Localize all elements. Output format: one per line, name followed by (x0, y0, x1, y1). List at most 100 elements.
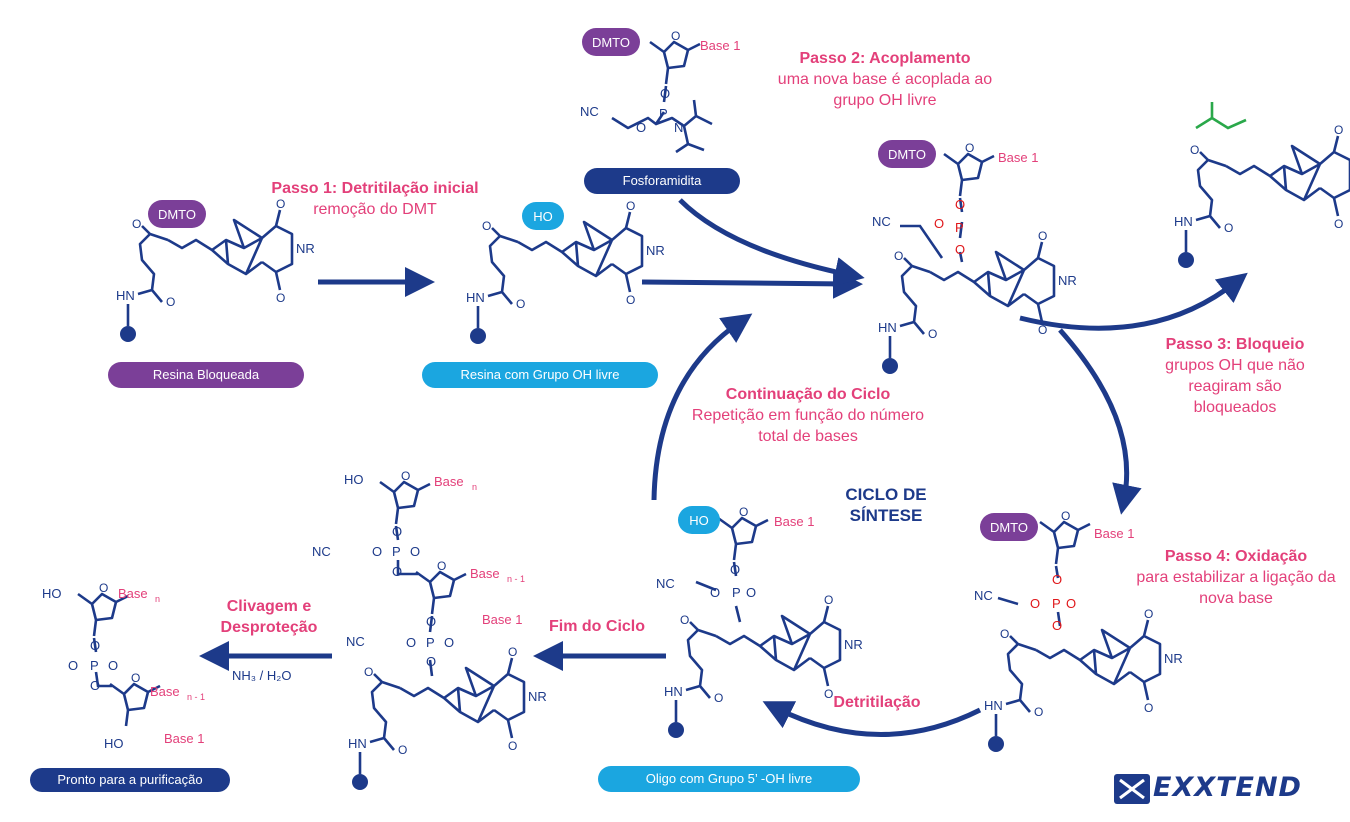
subscript-n-1: n - 1 (507, 574, 525, 584)
arrow-detritylation (762, 701, 982, 737)
p-atom: P (1052, 596, 1061, 611)
arrow-continuation (651, 313, 753, 501)
dmto-label: DMTO (158, 207, 196, 222)
o-atom: O (1052, 572, 1062, 587)
cycle-title: CICLO DE SÍNTESE (845, 485, 927, 525)
subscript-n-1: n - 1 (187, 692, 205, 702)
structure-coupled (876, 139, 1079, 376)
dmto-label: DMTO (592, 35, 630, 50)
p-atom: P (392, 544, 401, 559)
step2-text: Passo 2: Acoplamento uma nova base é aco… (760, 48, 1010, 111)
dmto-tag (878, 140, 936, 168)
label-resin-blocked: Resina Bloqueada (108, 362, 304, 388)
o-atom: O (426, 654, 436, 669)
o-atom: O (1052, 618, 1062, 633)
step2-title: Passo 2: Acoplamento (799, 50, 971, 67)
step3-desc: grupos OH que não reagiram são bloqueado… (1165, 357, 1305, 416)
dmto-label: DMTO (888, 147, 926, 162)
structure-end-cycle (346, 467, 549, 792)
step3-text: Passo 3: Bloqueio grupos OH que não reag… (1160, 334, 1310, 418)
structure-phosphoramidite (611, 27, 713, 154)
structure-resin-oh (464, 197, 667, 346)
o-atom: O (426, 614, 436, 629)
o-atom: O (90, 678, 100, 693)
ho-tag (678, 506, 720, 534)
label-ready: Pronto para a purificação (30, 768, 230, 792)
base1-label: Base 1 (164, 731, 204, 746)
o-atom: O (1030, 596, 1040, 611)
ho-label: HO (533, 209, 553, 224)
o-atom: O (108, 658, 118, 673)
step4-title: Passo 4: Oxidação (1164, 548, 1308, 565)
o-atom: O (1066, 596, 1076, 611)
arrow-capping (1019, 272, 1248, 331)
o-atom: O (392, 564, 402, 579)
label-oligo-oh: Oligo com Grupo 5’ -OH livre (598, 766, 860, 792)
ho-label: HO (344, 472, 364, 487)
detritylation-title: Detritilação (833, 694, 921, 711)
cleavage-title: Clivagem e Desproteção (220, 598, 318, 636)
arrow-oxidation (1058, 328, 1142, 515)
continuation-desc: Repetição em função do número total de b… (691, 407, 925, 445)
structure-oxidized (982, 507, 1185, 754)
n-atom: N (674, 120, 683, 135)
structure-product (76, 579, 162, 728)
base-n-label: Base (150, 684, 180, 699)
detritylation-text: Detritilação (812, 692, 942, 713)
nc-label: NC (872, 214, 891, 229)
o-atom: O (746, 585, 756, 600)
arrow-resin-to-coupling (641, 268, 863, 299)
nc-label: NC (346, 634, 365, 649)
step4-desc: para estabilizar a ligação da nova base (1136, 569, 1336, 607)
cleavage-text: Clivagem e Desproteção (204, 596, 334, 638)
base-n-label: Base (470, 566, 500, 581)
base-n-label: Base (118, 586, 148, 601)
arrow-phosphoramidite (678, 198, 865, 287)
continuation-title: Continuação do Ciclo (725, 386, 891, 403)
nc-label: NC (312, 544, 331, 559)
structure-capped (1172, 102, 1350, 270)
o-atom: O (410, 544, 420, 559)
dmto-tag (980, 513, 1038, 541)
o-atom: O (406, 635, 416, 650)
p-atom: P (659, 106, 668, 121)
subscript-n: n (155, 594, 160, 604)
o-atom: O (934, 216, 944, 231)
ho-label: HO (689, 513, 709, 528)
label-phosphoramidite: Fosforamidita (584, 168, 740, 194)
o-atom: O (372, 544, 382, 559)
base1-label: Base 1 (700, 38, 740, 53)
o-atom: O (636, 120, 646, 135)
base-n-label: Base (434, 474, 464, 489)
reagents-label: NH₃ / H₂O (232, 668, 292, 683)
structure-oligo-oh (662, 503, 865, 740)
o-atom: O (444, 635, 454, 650)
nc-label: NC (656, 576, 675, 591)
p-atom: P (732, 585, 741, 600)
subscript-n: n (472, 482, 477, 492)
process-arrows (199, 198, 1248, 737)
o-atom: O (955, 242, 965, 257)
base1-label: Base 1 (482, 612, 522, 627)
dmto-tag (582, 28, 640, 56)
brand-name: EXXTEND (1153, 772, 1302, 803)
p-atom: P (955, 220, 964, 235)
o-atom: O (955, 197, 965, 212)
end-cycle-title: Fim do Ciclo (549, 618, 645, 635)
o-atom: O (90, 638, 100, 653)
ho-tag (522, 202, 564, 230)
o-atom: O (660, 86, 670, 101)
nc-label: NC (580, 104, 599, 119)
step4-text: Passo 4: Oxidação para estabilizar a lig… (1136, 546, 1336, 609)
brand-logo-icon (1114, 774, 1150, 804)
continuation-text: Continuação do Ciclo Repetição em função… (688, 384, 928, 447)
o-atom: O (730, 562, 740, 577)
nc-label: NC (974, 588, 993, 603)
dmto-label: DMTO (990, 520, 1028, 535)
end-cycle-text: Fim do Ciclo (532, 616, 662, 637)
o-atom: O (392, 524, 402, 539)
o-atom: O (710, 585, 720, 600)
step1-desc: remoção do DMT (313, 201, 437, 218)
ho-label: HO (104, 736, 124, 751)
